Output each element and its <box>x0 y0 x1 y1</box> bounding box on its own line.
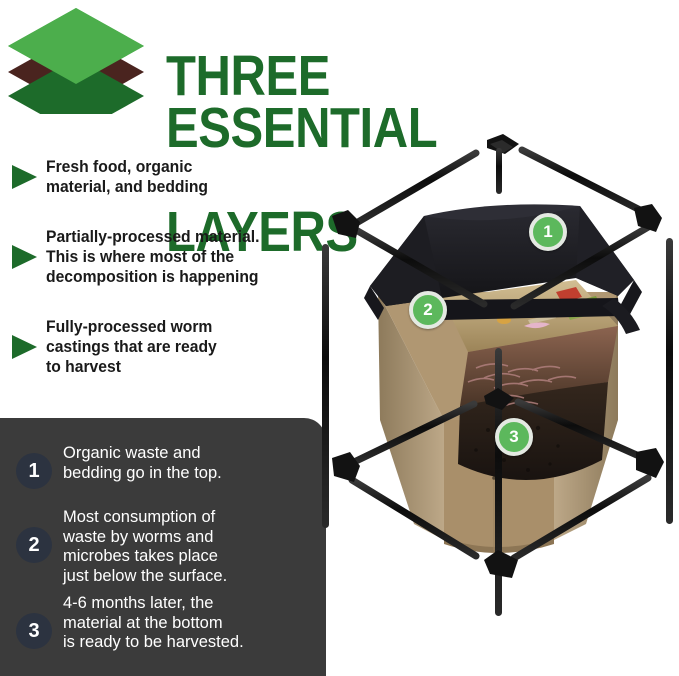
step-text: Organic waste and bedding go in the top. <box>63 444 222 482</box>
bullet-item: Partially-processed material. This is wh… <box>0 220 330 294</box>
step-item: 3 4-6 months later, the material at the … <box>16 594 244 653</box>
callout-badge-1[interactable]: 1 <box>529 213 567 251</box>
triangle-right-icon <box>10 244 38 270</box>
frame-top-rim <box>332 134 662 310</box>
step-text: Most consumption of waste by worms and m… <box>63 508 228 585</box>
step-number-badge: 1 <box>16 453 52 489</box>
step-text: 4-6 months later, the material at the bo… <box>63 594 244 651</box>
three-stacked-layers-icon <box>6 6 146 114</box>
step-item: 1 Organic waste and bedding go in the to… <box>16 444 222 489</box>
frame-legs <box>322 238 673 616</box>
step-number-badge: 2 <box>16 527 52 563</box>
step-item: 2 Most consumption of waste by worms and… <box>16 508 227 586</box>
frame-bottom-rim <box>332 388 664 578</box>
triangle-right-icon <box>10 334 38 360</box>
callout-badge-3[interactable]: 3 <box>495 418 533 456</box>
bullet-item-label: Partially-processed material. This is wh… <box>46 228 260 286</box>
worm-composting-bin-diagram <box>318 120 679 676</box>
numbered-steps-panel: 1 Organic waste and bedding go in the to… <box>0 418 326 676</box>
page-title-line1: THREE ESSENTIAL <box>166 44 438 160</box>
bullet-item-label: Fresh food, organic material, and beddin… <box>46 158 209 196</box>
bullet-item: Fully-processed worm castings that are r… <box>0 310 330 384</box>
header: THREE ESSENTIAL LAYERS <box>0 0 679 261</box>
bullet-list: Fresh food, organic material, and beddin… <box>0 150 330 400</box>
triangle-right-icon <box>10 164 38 190</box>
bullet-item-label: Fully-processed worm castings that are r… <box>46 318 217 376</box>
callout-badge-2[interactable]: 2 <box>409 291 447 329</box>
bullet-item: Fresh food, organic material, and beddin… <box>0 150 330 204</box>
step-number-badge: 3 <box>16 613 52 649</box>
